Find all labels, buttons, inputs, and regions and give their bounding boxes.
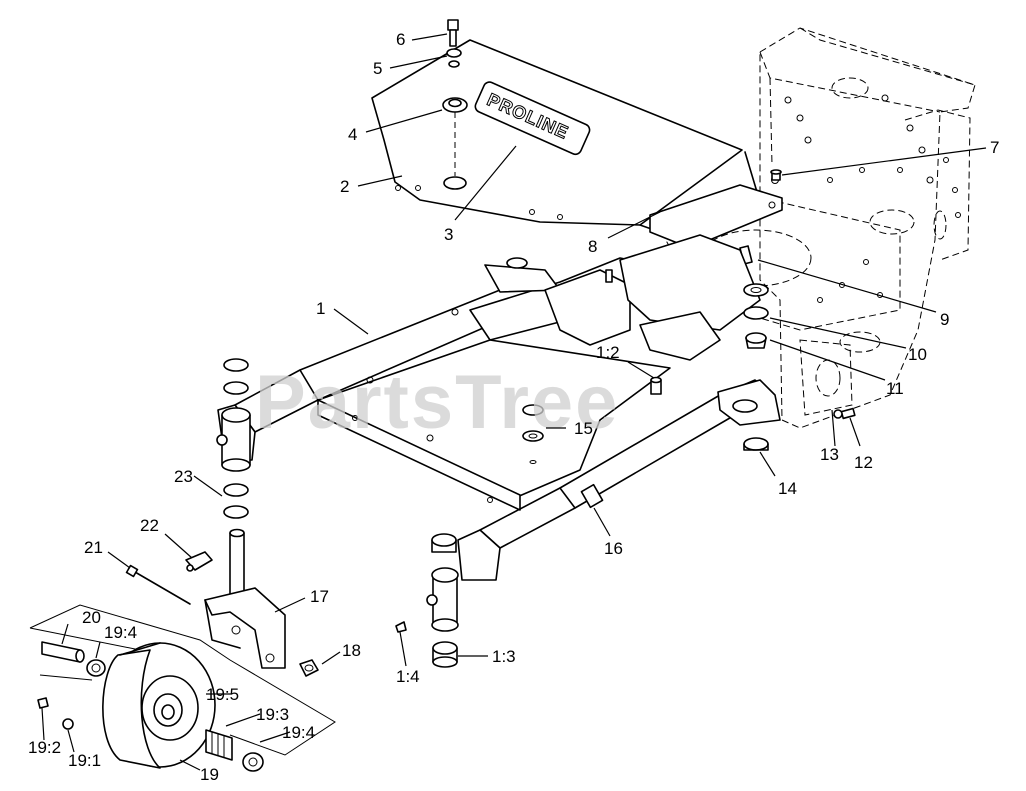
leader-lines <box>41 33 987 771</box>
callout-17: 17 <box>310 587 329 606</box>
callout-12: 12 <box>854 453 873 472</box>
left-caster-stack <box>216 358 251 519</box>
callout-13: 13 <box>820 445 839 464</box>
callout-1-2: 1:2 <box>596 343 620 362</box>
callout-20: 20 <box>82 608 101 627</box>
callout-19-1: 19:1 <box>68 751 101 770</box>
callout-2: 2 <box>340 177 349 196</box>
wheel-hub-spacer <box>205 729 233 761</box>
frame-pin <box>650 376 662 395</box>
callout-4: 4 <box>348 125 357 144</box>
lock-nut <box>299 659 319 677</box>
rear-chassis-holes <box>687 94 961 303</box>
wheel-bearings <box>86 659 264 772</box>
callout-9: 9 <box>940 310 949 329</box>
callout-21: 21 <box>84 538 103 557</box>
callout-19-3: 19:3 <box>256 705 289 724</box>
watermark: PartsTree <box>255 360 619 445</box>
bolt-and-washer <box>446 19 462 68</box>
retaining-clip <box>185 551 213 572</box>
callout-15: 15 <box>574 419 593 438</box>
callout-1-4: 1:4 <box>396 667 420 686</box>
caster-fork <box>204 528 286 669</box>
spacer-tube <box>41 641 85 663</box>
callout-19-4-right: 19:4 <box>282 723 315 742</box>
callout-labels: 6 5 4 2 3 8 7 9 10 11 1 1:2 15 13 12 14 … <box>28 30 999 784</box>
callout-6: 6 <box>396 30 405 49</box>
callout-19: 19 <box>200 765 219 784</box>
callout-23: 23 <box>174 467 193 486</box>
callout-19-5: 19:5 <box>206 685 239 704</box>
pivot-washers <box>743 283 769 451</box>
side-bolt <box>833 407 856 420</box>
callout-11: 11 <box>886 379 904 398</box>
grease-fittings <box>37 697 74 730</box>
wheel-assembly-box <box>29 604 336 756</box>
callout-10: 10 <box>908 345 927 364</box>
axle-bolt <box>125 564 191 605</box>
callout-8: 8 <box>588 237 597 256</box>
callout-5: 5 <box>373 59 382 78</box>
spacer-washers <box>522 404 544 464</box>
callout-19-2: 19:2 <box>28 738 61 757</box>
deck-cover: PROLINE <box>371 39 761 233</box>
caster-wheel <box>102 642 216 769</box>
callout-1: 1 <box>316 299 325 318</box>
callout-18: 18 <box>342 641 361 660</box>
callout-3: 3 <box>444 225 453 244</box>
callout-1-3: 1:3 <box>492 647 516 666</box>
right-caster-stack <box>426 533 459 668</box>
main-frame <box>217 234 781 581</box>
top-bolt <box>770 169 782 181</box>
grease-fitting-right <box>395 621 407 633</box>
callout-7: 7 <box>990 138 999 157</box>
callout-22: 22 <box>140 516 159 535</box>
callout-14: 14 <box>778 479 797 498</box>
callout-19-4-left: 19:4 <box>104 623 137 642</box>
callout-16: 16 <box>604 539 623 558</box>
